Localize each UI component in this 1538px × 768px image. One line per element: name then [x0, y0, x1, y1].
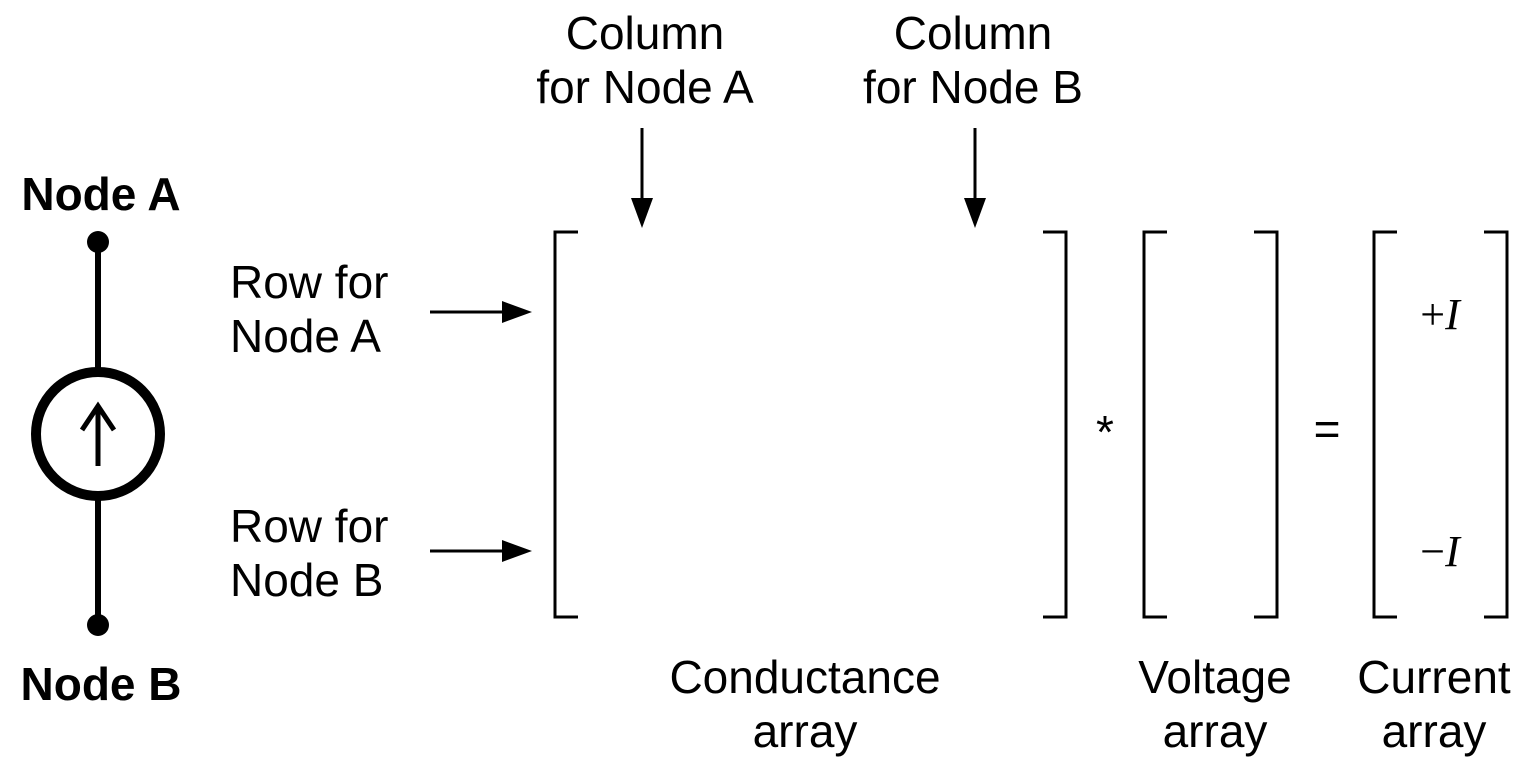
column-b-label-line1: Column: [893, 7, 1053, 59]
column-b-label: Column for Node B: [828, 6, 1118, 114]
row-a-arrow-head: [502, 301, 532, 323]
conductance-bracket-left: [553, 230, 578, 619]
current-bracket-right: [1484, 230, 1509, 619]
source-arrow-head: [79, 401, 117, 432]
column-a-label-line2: for Node A: [536, 61, 754, 113]
current-bracket-left: [1372, 230, 1397, 619]
row-b-label-line1: Row for: [230, 500, 389, 552]
current-symbol-plus: I: [1445, 290, 1460, 339]
column-a-arrow-head: [631, 198, 653, 228]
conductance-label-line2: array: [752, 705, 858, 757]
node-a-label: Node A: [21, 168, 181, 220]
plus-sign: +: [1420, 290, 1446, 339]
voltage-label-line1: Voltage: [1138, 651, 1292, 703]
voltage-bracket-right: [1254, 230, 1279, 619]
voltage-label-line2: array: [1162, 705, 1268, 757]
multiply-operator: *: [1096, 406, 1114, 458]
current-array-label: Current array: [1334, 650, 1534, 758]
row-a-label-line1: Row for: [230, 256, 389, 308]
node-b-terminal: [87, 614, 109, 636]
column-b-label-line2: for Node B: [863, 61, 1083, 113]
node-a-terminal: [87, 231, 109, 253]
conductance-array-label: Conductance array: [615, 650, 995, 758]
voltage-bracket-left: [1142, 230, 1167, 619]
column-b-arrow-head: [964, 198, 986, 228]
conductance-label-line1: Conductance: [669, 651, 941, 703]
current-entry-plus: +I: [1390, 290, 1490, 340]
current-label-line1: Current: [1357, 651, 1511, 703]
row-a-label-line2: Node A: [230, 310, 381, 362]
equals-operator: =: [1313, 403, 1341, 455]
current-symbol-minus: I: [1445, 527, 1460, 576]
source-circle: [31, 367, 165, 501]
current-label-line2: array: [1381, 705, 1487, 757]
column-a-label-line1: Column: [565, 7, 725, 59]
row-a-label: Row for Node A: [230, 255, 430, 363]
voltage-array-label: Voltage array: [1115, 650, 1315, 758]
column-a-label: Column for Node A: [500, 6, 790, 114]
row-b-arrow-head: [502, 540, 532, 562]
row-b-label-line2: Node B: [230, 554, 384, 606]
current-entry-minus: −I: [1390, 527, 1490, 577]
row-b-label: Row for Node B: [230, 499, 430, 607]
node-b-label: Node B: [20, 658, 182, 710]
minus-sign: −: [1420, 527, 1446, 576]
conductance-bracket-right: [1043, 230, 1068, 619]
